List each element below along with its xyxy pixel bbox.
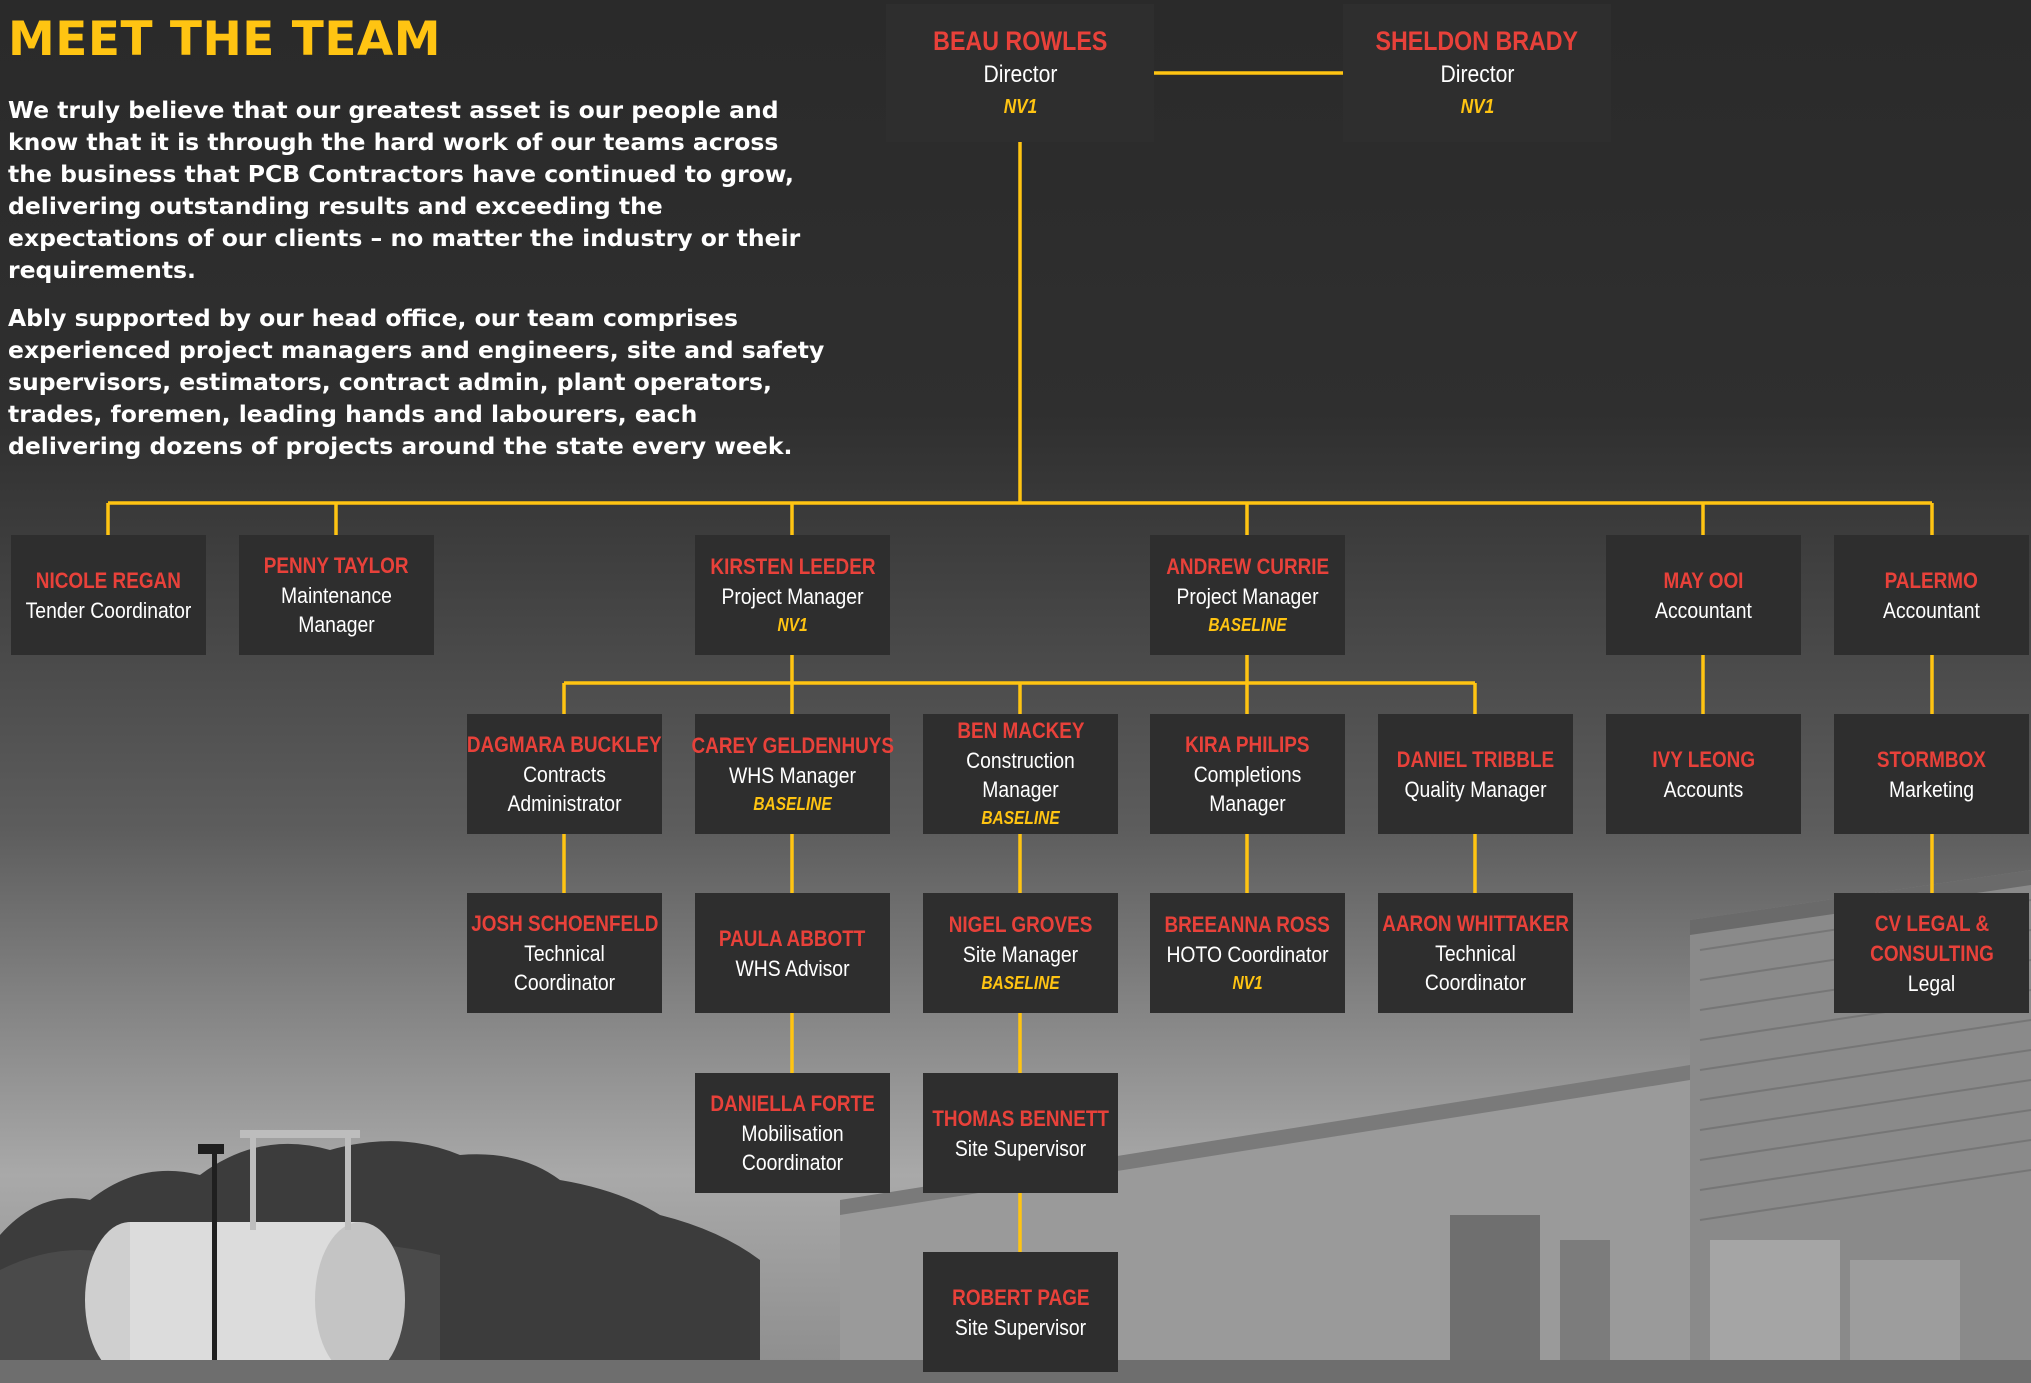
person-name: ROBERT PAGE (951, 1284, 1090, 1310)
person-name: BEN MACKEY (956, 718, 1085, 743)
person-name: DANIELLA FORTE (710, 1091, 875, 1116)
person-name: JOSH SCHOENFELD (470, 911, 659, 936)
person-name: CV LEGAL & CONSULTING (1869, 910, 1994, 966)
org-card-carey-geldenhuys: CAREY GELDENHUYS WHS Manager BASELINE (691, 714, 894, 834)
org-card-andrew-currie: ANDREW CURRIE Project Manager BASELINE (1150, 535, 1345, 655)
org-card-ivy-leong: IVY LEONG Accounts (1606, 714, 1801, 834)
person-role: Maintenance Manager (281, 583, 392, 637)
person-role: Site Manager (962, 941, 1079, 967)
person-role: Marketing (1888, 776, 1975, 802)
clearance-tag: NV1 (1460, 96, 1494, 118)
person-role: Mobilisation Coordinator (741, 1121, 844, 1175)
person-role: Contracts Administrator (507, 762, 622, 816)
person-name: PALERMO (1884, 567, 1979, 593)
org-card-penny-taylor: PENNY TAYLOR Maintenance Manager (239, 535, 434, 655)
intro-paragraph-1: We truly believe that our greatest asset… (8, 96, 801, 284)
person-name: DANIEL TRIBBLE (1396, 746, 1555, 772)
person-role: Completions Manager (1193, 762, 1302, 816)
person-role: Construction Manager (966, 748, 1075, 802)
person-role: WHS Manager (729, 762, 856, 788)
clearance-tag: NV1 (1232, 972, 1263, 993)
person-role: Project Manager (1176, 583, 1319, 609)
person-name: THOMAS BENNETT (932, 1105, 1109, 1131)
org-card-ben-mackey: BEN MACKEY Construction Manager BASELINE (923, 714, 1118, 834)
person-name: AARON WHITTAKER (1382, 911, 1569, 936)
person-role: Accountant (1883, 597, 1980, 623)
person-role: Director (983, 61, 1057, 88)
person-name: KIRSTEN LEEDER (709, 553, 876, 579)
clearance-tag: NV1 (1003, 96, 1037, 118)
org-card-sheldon-brady: SHELDON BRADY Director NV1 (1343, 4, 1611, 142)
person-name: PAULA ABBOTT (719, 925, 866, 951)
person-name: PENNY TAYLOR (264, 553, 409, 578)
clearance-tag: BASELINE (753, 793, 832, 814)
person-name: NIGEL GROVES (948, 911, 1093, 937)
org-card-josh-schoenfeld: JOSH SCHOENFELD Technical Coordinator (467, 893, 662, 1013)
org-card-kira-philips: KIRA PHILIPS Completions Manager (1150, 714, 1345, 834)
page-title: MEET THE TEAM (8, 12, 442, 67)
person-role: WHS Advisor (735, 955, 850, 981)
person-name: ANDREW CURRIE (1166, 553, 1329, 579)
org-card-daniella-forte: DANIELLA FORTE Mobilisation Coordinator (695, 1073, 890, 1193)
org-card-palermo: PALERMO Accountant (1834, 535, 2029, 655)
person-role: Technical Coordinator (1424, 941, 1527, 995)
person-name: DAGMARA BUCKLEY (467, 732, 662, 757)
intro-paragraph-2: Ably supported by our head office, our t… (8, 304, 825, 460)
clearance-tag: BASELINE (981, 808, 1060, 828)
person-role: Accountant (1655, 597, 1752, 623)
org-card-breeanna-ross: BREEANNA ROSS HOTO Coordinator NV1 (1150, 893, 1345, 1013)
org-card-nicole-regan: NICOLE REGAN Tender Coordinator (11, 535, 206, 655)
person-name: BREEANNA ROSS (1164, 911, 1331, 937)
org-card-may-ooi: MAY OOI Accountant (1606, 535, 1801, 655)
org-card-thomas-bennett: THOMAS BENNETT Site Supervisor (923, 1073, 1118, 1193)
org-card-aaron-whittaker: AARON WHITTAKER Technical Coordinator (1378, 893, 1573, 1013)
person-role: Site Supervisor (954, 1314, 1087, 1340)
org-card-beau-rowles: BEAU ROWLES Director NV1 (886, 4, 1154, 142)
person-name: CAREY GELDENHUYS (691, 732, 894, 758)
person-role: Quality Manager (1404, 776, 1547, 802)
clearance-tag: NV1 (777, 614, 808, 635)
person-role: Legal (1907, 970, 1956, 996)
person-name: KIRA PHILIPS (1185, 732, 1310, 757)
org-card-kirsten-leeder: KIRSTEN LEEDER Project Manager NV1 (695, 535, 890, 655)
person-role: Technical Coordinator (513, 941, 616, 995)
org-card-paula-abbott: PAULA ABBOTT WHS Advisor (695, 893, 890, 1013)
person-role: Director (1440, 61, 1514, 88)
clearance-tag: BASELINE (1208, 614, 1287, 635)
org-card-robert-page: ROBERT PAGE Site Supervisor (923, 1252, 1118, 1372)
person-name: NICOLE REGAN (35, 567, 182, 593)
person-role: Tender Coordinator (25, 597, 192, 623)
org-card-stormbox: STORMBOX Marketing (1834, 714, 2029, 834)
person-role: Project Manager (721, 583, 864, 609)
clearance-tag: BASELINE (981, 972, 1060, 993)
person-name: BEAU ROWLES (932, 26, 1108, 56)
person-role: Accounts (1663, 776, 1744, 802)
person-role: HOTO Coordinator (1166, 941, 1329, 967)
org-card-daniel-tribble: DANIEL TRIBBLE Quality Manager (1378, 714, 1573, 834)
intro-section: MEET THE TEAM We truly believe that our … (8, 8, 828, 478)
org-card-nigel-groves: NIGEL GROVES Site Manager BASELINE (923, 893, 1118, 1013)
person-name: IVY LEONG (1652, 746, 1755, 772)
person-role: Site Supervisor (954, 1135, 1087, 1161)
org-card-cv-legal-consulting: CV LEGAL & CONSULTING Legal (1834, 893, 2029, 1013)
org-card-dagmara-buckley: DAGMARA BUCKLEY Contracts Administrator (467, 714, 662, 834)
person-name: MAY OOI (1663, 567, 1744, 593)
person-name: SHELDON BRADY (1375, 26, 1579, 56)
person-name: STORMBOX (1877, 746, 1986, 772)
